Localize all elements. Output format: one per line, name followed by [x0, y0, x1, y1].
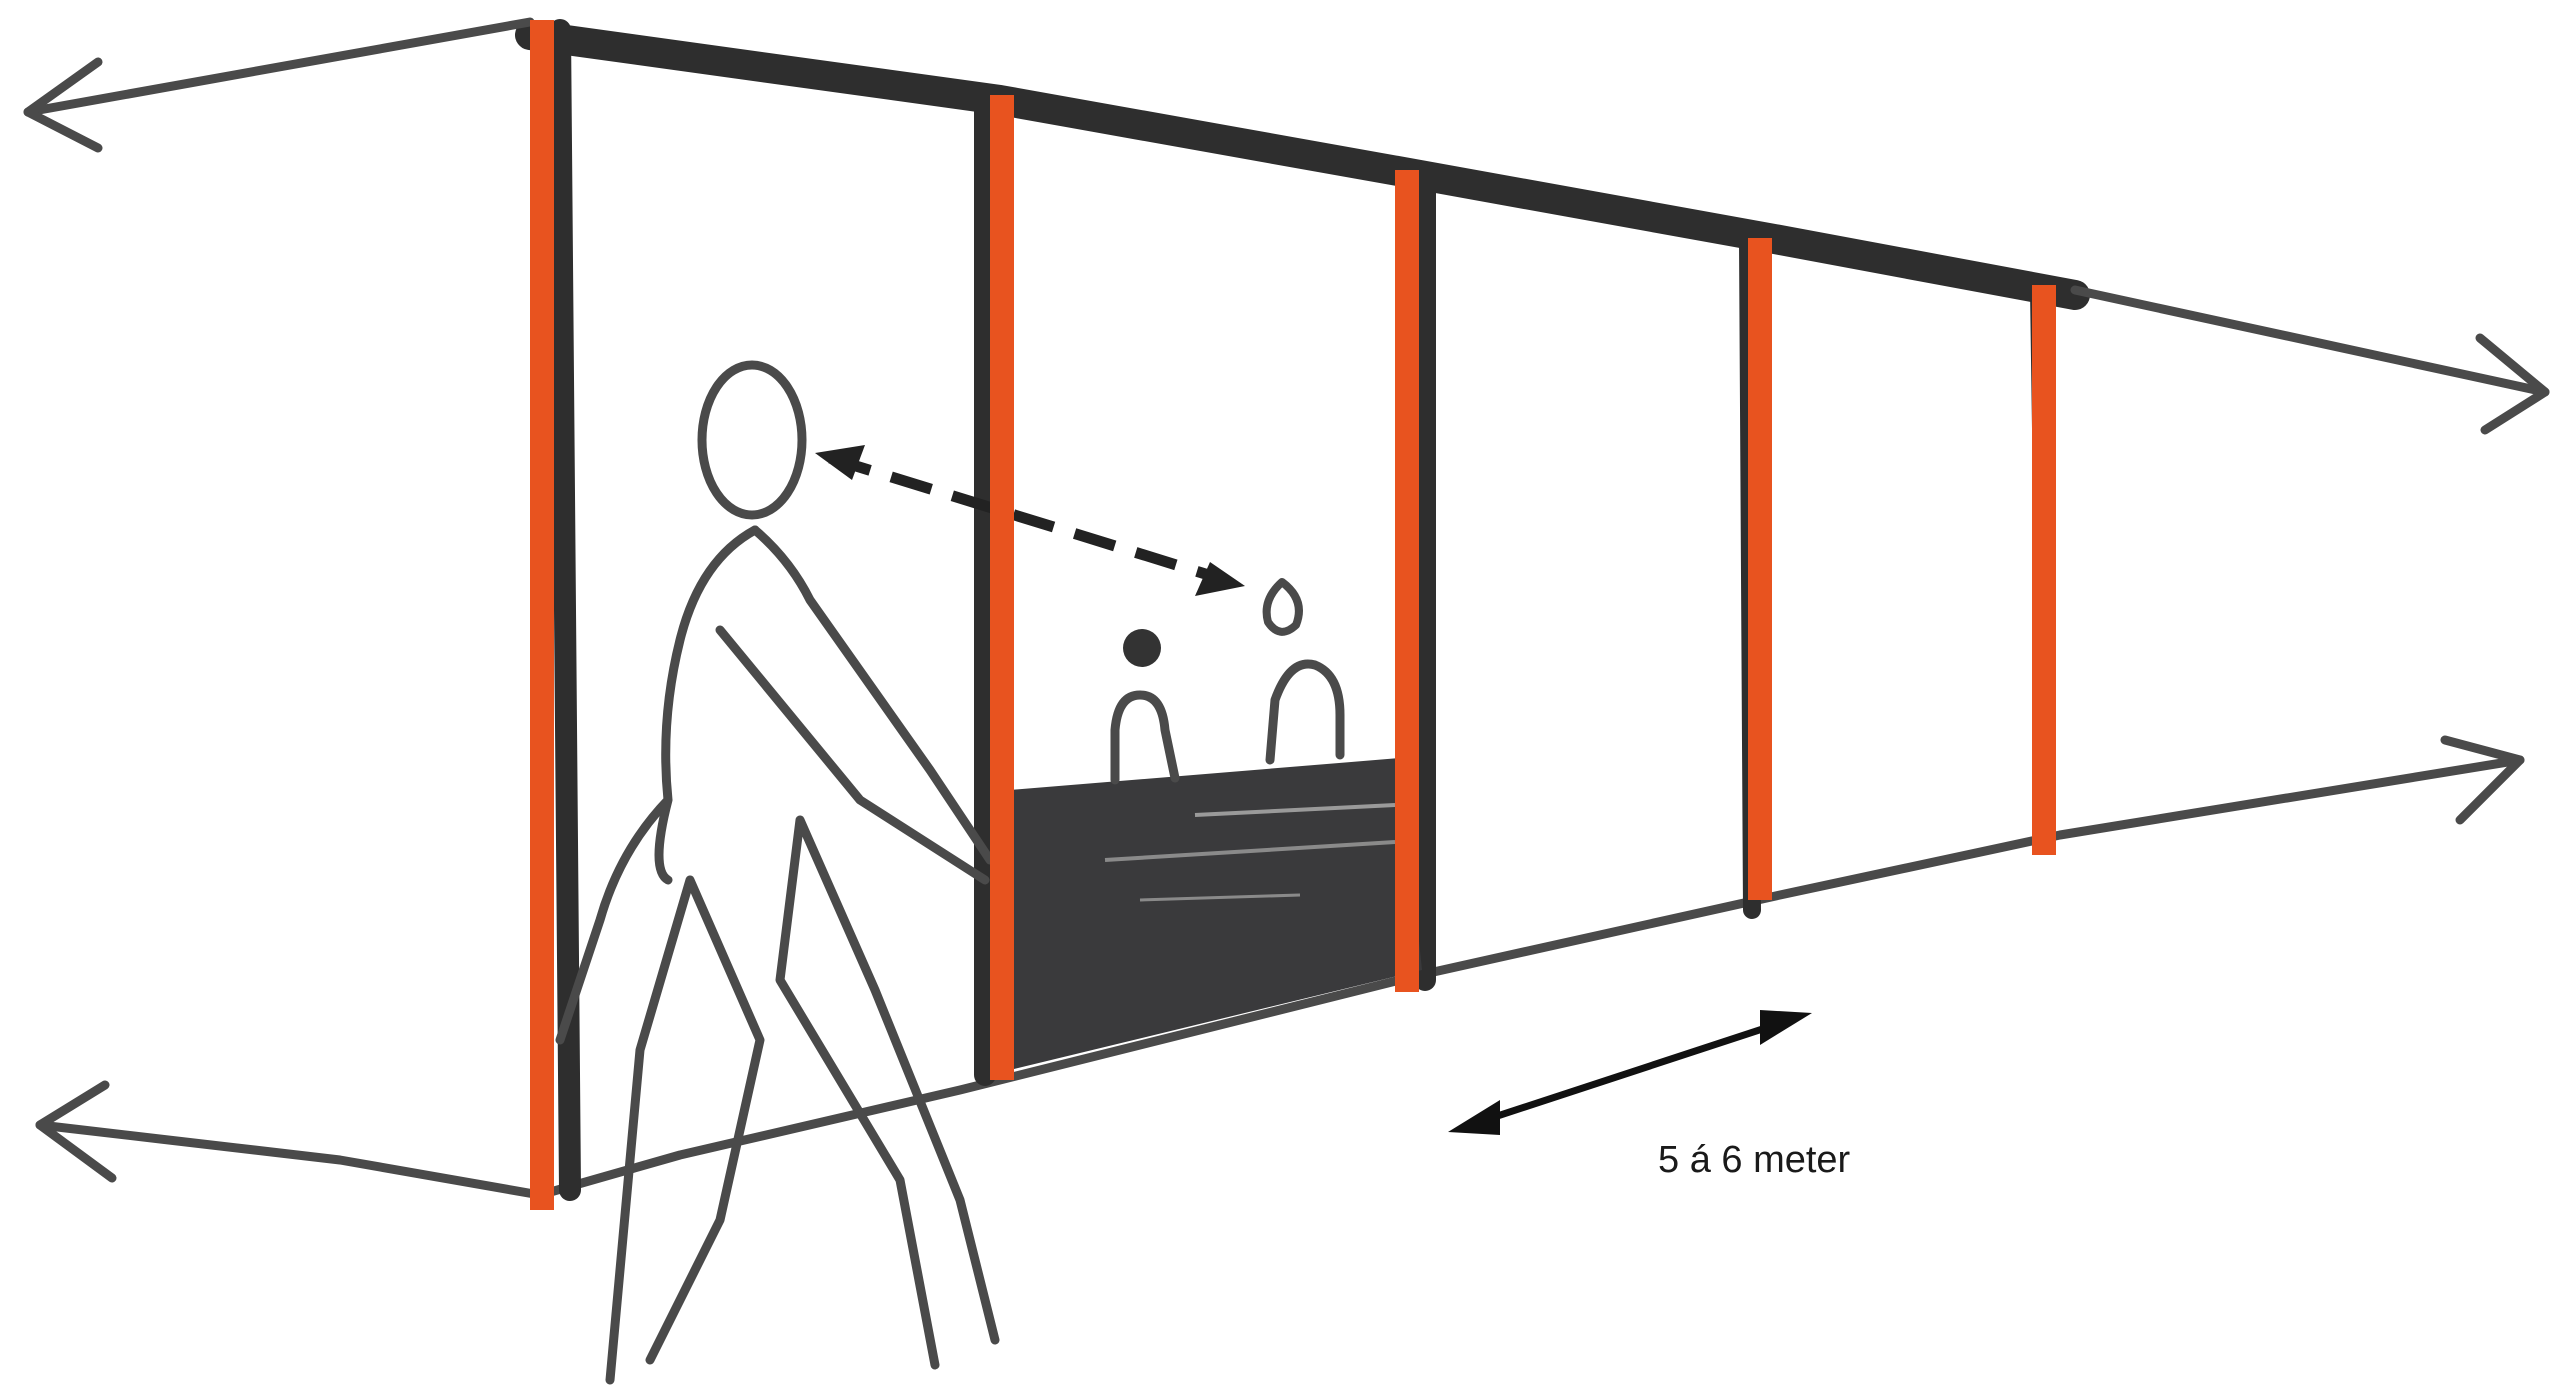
columns [560, 30, 2046, 1190]
post-2 [990, 95, 1014, 1080]
dashed-double-arrow-icon [815, 445, 1245, 596]
staff-body [1115, 695, 1175, 780]
bottom-line-left [40, 1125, 540, 1195]
top-beam [530, 35, 2075, 295]
pedestrian-arm [720, 530, 990, 880]
staff-body [1270, 664, 1340, 760]
post-4 [1748, 238, 1772, 900]
pedestrian-leg [610, 880, 760, 1380]
staff-head [1123, 629, 1161, 667]
double-arrow-icon [1448, 1010, 1812, 1135]
post-3 [1395, 170, 1419, 992]
top-line-left [28, 22, 530, 112]
sightline-head [1195, 562, 1245, 596]
pedestrian [560, 365, 995, 1380]
dimension-head [1448, 1100, 1500, 1135]
arrow-icon [2445, 740, 2520, 820]
bottom-line [540, 760, 2520, 1195]
staff-head [1267, 582, 1299, 632]
dimension-head [1760, 1010, 1812, 1045]
sightline [830, 458, 1225, 580]
post-5 [2032, 285, 2056, 855]
post-1 [530, 20, 554, 1210]
dimension-label: 5 á 6 meter [1658, 1139, 1851, 1181]
dimension-line [1470, 1020, 1790, 1125]
sightline-head [815, 445, 865, 480]
pedestrian-head [702, 365, 802, 515]
staff [1115, 582, 1340, 780]
facade-outline [28, 22, 2545, 1195]
top-line-right [2075, 290, 2545, 392]
